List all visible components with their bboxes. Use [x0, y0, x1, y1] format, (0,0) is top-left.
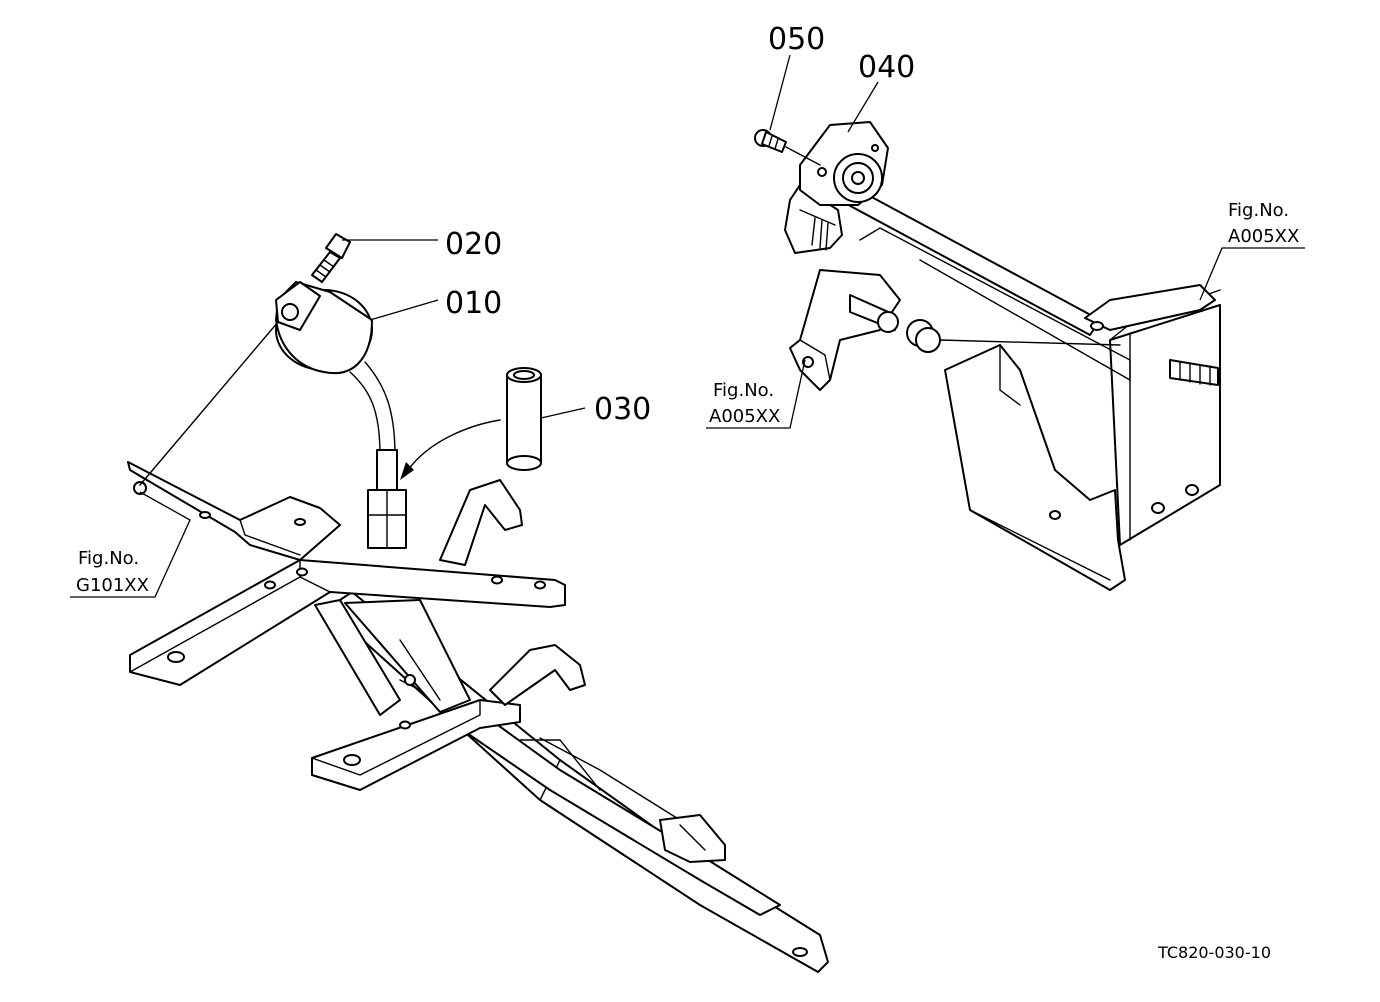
fig-ref-label-a005-top: Fig.No.	[1228, 200, 1289, 221]
pedal-bracket-right	[789, 179, 1221, 591]
screw-050	[754, 129, 821, 166]
sensor-040	[784, 121, 889, 254]
fig-ref-code-g101: G101XX	[76, 575, 149, 596]
labels: 010 020 030 040 050 Fig.No. G101XX Fig.N…	[76, 22, 1299, 962]
part-label-010: 010	[445, 286, 502, 321]
part-label-050: 050	[768, 22, 825, 57]
leader-lines	[70, 54, 1305, 598]
part-label-020: 020	[445, 227, 502, 262]
fig-ref-label-g101: Fig.No.	[78, 548, 139, 569]
part-label-030: 030	[594, 392, 651, 427]
drawing-number: TC820-030-10	[1157, 943, 1271, 962]
sleeve-030	[400, 367, 542, 480]
fig-ref-label-a005-mid: Fig.No.	[713, 380, 774, 401]
sensor-010	[139, 281, 407, 549]
fig-ref-code-a005-mid: A005XX	[709, 406, 780, 427]
pedal-frame-left	[127, 461, 829, 973]
bolt-020	[311, 233, 351, 283]
part-label-040: 040	[858, 50, 915, 85]
fig-ref-code-a005-top: A005XX	[1228, 226, 1299, 247]
